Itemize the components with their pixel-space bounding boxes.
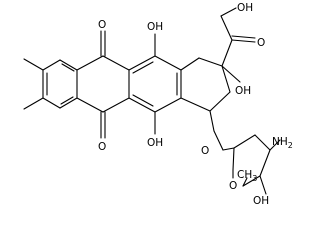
amino-group: NH2 <box>272 136 293 150</box>
side-chain-bonds <box>220 7 256 67</box>
sugar-hydroxyl: OH <box>253 195 269 207</box>
glycosidic-oxygen: O <box>201 145 209 157</box>
structure-drawing: O O OH OH OH OH O O O NH2 OH CH3 <box>23 2 293 207</box>
ring-oh-bond <box>221 65 241 83</box>
ring-hydroxyl: OH <box>235 85 251 97</box>
glycosidic-bond <box>209 110 224 151</box>
sugar-ring-bonds <box>222 134 271 187</box>
methyl-bonds <box>23 58 44 110</box>
phenol-oh-top: OH <box>147 21 163 33</box>
ring-b-bonds <box>76 55 130 113</box>
ketone-oxygen: O <box>257 37 265 49</box>
ring-a-bonds <box>42 59 78 109</box>
sugar-methyl: CH3 <box>237 169 257 183</box>
ring-c-bonds <box>128 55 182 113</box>
chain-hydroxyl: OH <box>237 2 253 14</box>
molecule-diagram: O O OH OH OH OH O O O NH2 OH CH3 <box>23 2 293 207</box>
sugar-ring-oxygen: O <box>229 180 237 192</box>
quinone-oxygen-top: O <box>98 19 106 31</box>
quinone-carbonyls <box>100 30 106 139</box>
sugar-substituent-bonds <box>242 139 281 195</box>
phenol-oh-bottom: OH <box>147 137 163 149</box>
ring-d-bonds <box>180 57 231 112</box>
quinone-oxygen-bottom: O <box>98 141 106 153</box>
